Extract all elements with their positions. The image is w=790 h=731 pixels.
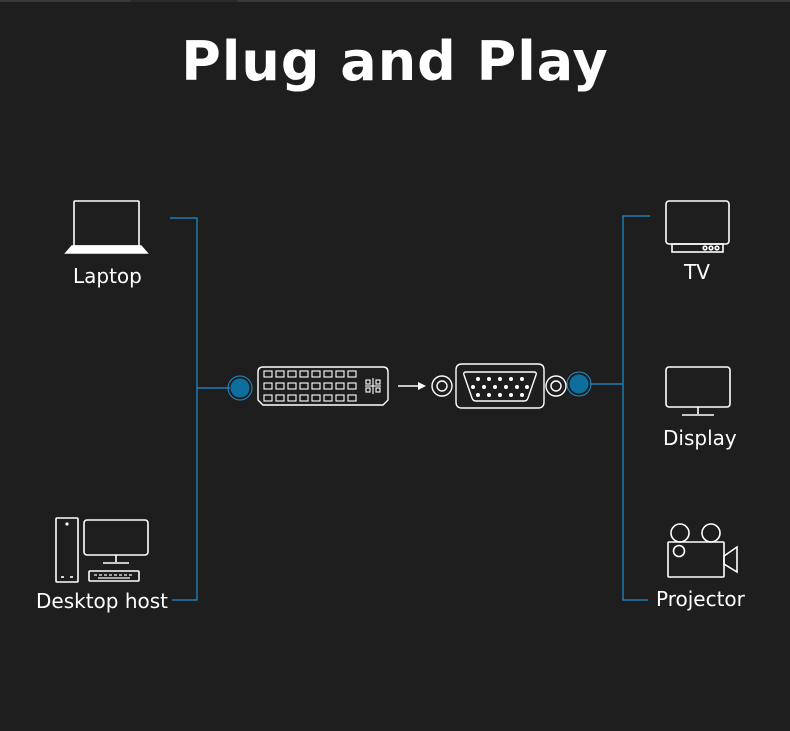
laptop-label: Laptop: [73, 264, 142, 288]
projector-label: Projector: [656, 587, 745, 611]
desktop-host-label: Desktop host: [36, 589, 169, 613]
display-label: Display: [663, 426, 737, 450]
left-bracket: [170, 217, 230, 601]
desktop-host-icon: [55, 517, 149, 583]
page-title: Plug and Play: [181, 30, 609, 93]
display-icon: [665, 366, 731, 416]
vga-port-dot: [566, 371, 592, 397]
right-bracket: [590, 215, 650, 601]
tv-label: TV: [684, 260, 710, 284]
dvi-connector-icon: [257, 366, 389, 406]
dvi-port-dot: [227, 375, 253, 401]
vga-connector-icon: [431, 363, 567, 409]
arrow-right-icon: [398, 382, 426, 390]
projector-icon: [667, 523, 738, 578]
tv-icon: [665, 200, 730, 253]
laptop-icon: [64, 200, 149, 254]
